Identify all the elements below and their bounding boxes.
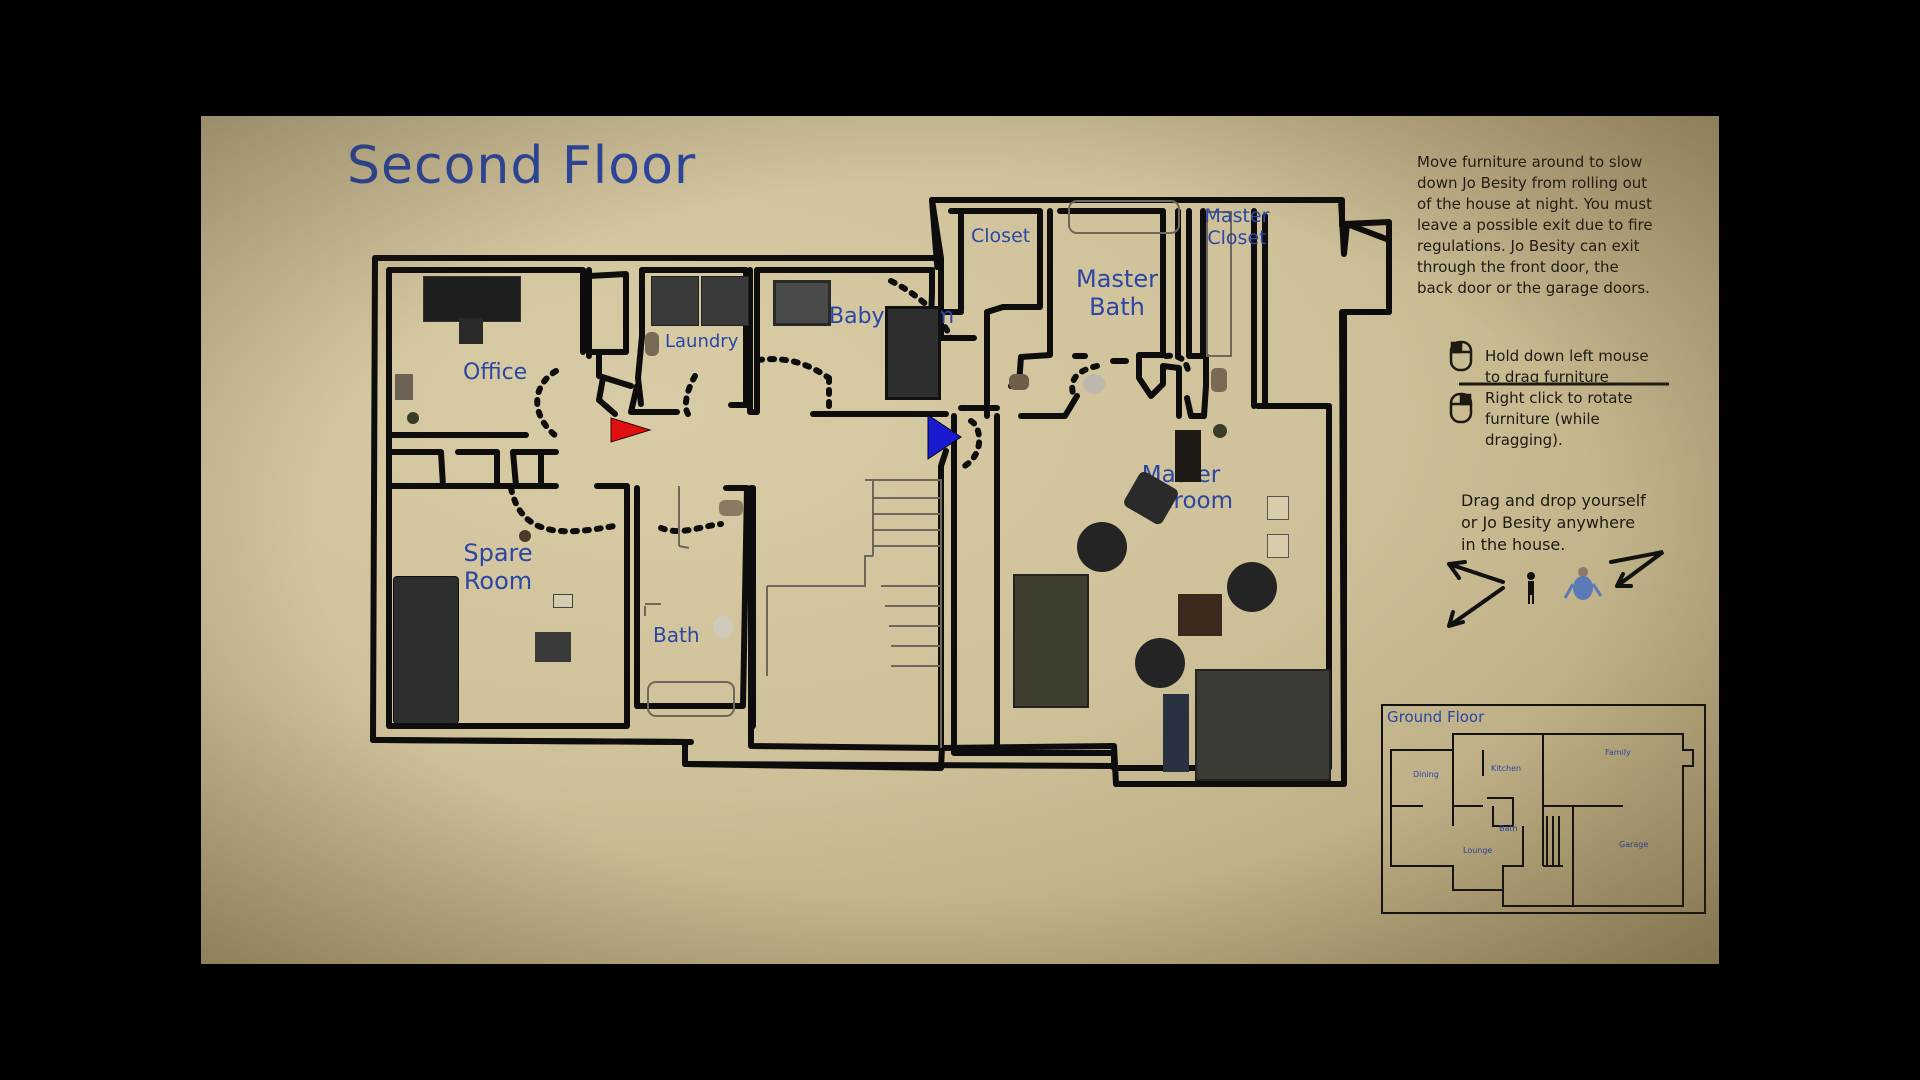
master-bath-bin[interactable] (1009, 374, 1029, 390)
lamp-wall-1[interactable] (1267, 496, 1289, 520)
bath-toilet[interactable] (713, 616, 733, 638)
office-plant[interactable] (407, 412, 419, 424)
bath-bin[interactable] (719, 500, 743, 516)
instructions-intro: Move furniture around to slow down Jo Be… (1417, 152, 1707, 299)
ottoman-2[interactable] (1227, 562, 1277, 612)
room-label-office: Office (463, 360, 528, 385)
instructions-drag: Drag and drop yourself or Jo Besity anyw… (1461, 490, 1701, 556)
office-chair[interactable] (459, 318, 483, 344)
red-triangle-marker[interactable] (610, 417, 652, 443)
left-mouse-line: to drag furniture (1485, 368, 1609, 386)
left-mouse-line: Hold down left mouse (1485, 347, 1649, 365)
rug-red[interactable] (1163, 694, 1189, 772)
spare-lamp[interactable] (553, 594, 573, 608)
office-desk[interactable] (423, 276, 521, 322)
master-closet-bin[interactable] (1211, 368, 1227, 392)
spare-room-line2: Room (463, 566, 533, 595)
master-closet-line1: Master (1204, 205, 1270, 227)
minimap-label: Garage (1619, 840, 1649, 849)
laundry-basket[interactable] (645, 332, 659, 356)
intro-line: regulations. Jo Besity can exit (1417, 237, 1640, 255)
minimap-label: Family (1605, 748, 1631, 757)
side-table[interactable] (1178, 594, 1222, 636)
floor-title: Second Floor (347, 136, 697, 196)
lamp-wall-2[interactable] (1267, 534, 1289, 558)
washer[interactable] (651, 276, 699, 326)
instructions-right-mouse: Right click to rotate furniture (while d… (1485, 388, 1705, 451)
dresser[interactable] (1175, 430, 1201, 482)
master-toilet[interactable] (1083, 374, 1105, 394)
room-label-laundry: Laundry (665, 331, 739, 352)
room-label-spare-room: Spare Room (453, 539, 543, 595)
instructions-left-mouse: Hold down left mouse to drag furniture (1485, 346, 1705, 388)
single-bed[interactable] (1013, 574, 1089, 708)
master-bath-line2: Bath (1089, 292, 1145, 321)
office-bin[interactable] (395, 374, 413, 400)
floor-plan-walls (370, 197, 1392, 787)
right-mouse-line: furniture (while (1485, 410, 1600, 428)
ottoman-3[interactable] (1135, 638, 1185, 688)
dryer[interactable] (701, 276, 749, 326)
room-label-master-closet: Master Closet (1201, 205, 1273, 250)
minimap-label: Lounge (1463, 846, 1493, 855)
ottoman-1[interactable] (1077, 522, 1127, 572)
spare-room-line1: Spare (463, 539, 533, 567)
intro-line: down Jo Besity from rolling out (1417, 174, 1648, 192)
room-label-master-bath: Master Bath (1071, 265, 1163, 321)
minimap-label: Kitchen (1491, 764, 1522, 773)
right-mouse-line: Right click to rotate (1485, 389, 1633, 407)
minimap-walls (1390, 733, 1694, 907)
blue-triangle-marker[interactable] (927, 414, 962, 460)
master-plant[interactable] (1213, 424, 1227, 438)
master-closet-line2: Closet (1207, 226, 1267, 249)
spare-lamp-small[interactable] (519, 530, 531, 542)
intro-line: back door or the garage doors. (1417, 279, 1650, 297)
intro-line: through the front door, the (1417, 258, 1619, 276)
spare-sofa[interactable] (393, 576, 459, 724)
room-label-closet: Closet (971, 225, 1031, 247)
minimap-label: Bath (1499, 824, 1518, 833)
floor-plan-paper: Second Floor Office Laundry Baby Room Cl… (201, 116, 1719, 964)
minimap-label: Dining (1413, 770, 1439, 779)
changing-table[interactable] (773, 280, 831, 326)
drag-line: in the house. (1461, 535, 1566, 554)
intro-line: of the house at night. You must (1417, 195, 1653, 213)
right-mouse-line: dragging). (1485, 431, 1563, 449)
minimap-title: Ground Floor (1387, 708, 1485, 726)
master-bath-line1: Master (1076, 265, 1158, 293)
double-bed[interactable] (1195, 669, 1331, 781)
ground-floor-minimap[interactable]: Ground Floor Dining Kitchen Family Loung… (1381, 704, 1706, 914)
intro-line: leave a possible exit due to fire (1417, 216, 1653, 234)
spare-chair[interactable] (535, 632, 571, 662)
intro-line: Move furniture around to slow (1417, 153, 1643, 171)
room-label-bath: Bath (653, 623, 700, 647)
crib[interactable] (885, 306, 941, 400)
drag-line: Drag and drop yourself (1461, 491, 1646, 510)
drag-line: or Jo Besity anywhere (1461, 513, 1636, 532)
